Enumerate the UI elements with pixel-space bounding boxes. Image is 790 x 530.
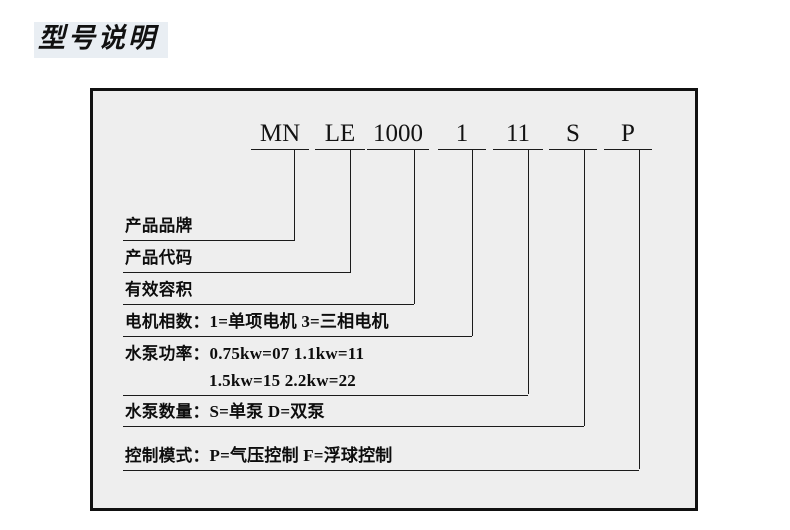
row-pump-power-label: 水泵功率： [125,345,210,363]
row-control-mode-label: 控制模式： [125,447,210,465]
page-title-highlight: 型号说明 [34,22,168,58]
connector-line-control-mode [639,149,640,469]
row-pump-power-value2: 1.5kw=15 2.2kw=22 [209,371,356,390]
row-brand-label: 产品品牌 [125,217,193,235]
row-pump-count-value: S=单泵 D=双泵 [209,402,325,421]
connector-line-pump-power [528,149,529,394]
code-segment-pump-power: 11 [493,119,543,150]
code-segment-motor-phase: 1 [438,119,486,150]
code-segment-product-code: LE [315,119,365,150]
connector-line-product-code [350,149,351,273]
model-code-diagram: MN LE 1000 1 11 S P 产品品牌 产品代码 [90,88,698,511]
row-product-code: 产品代码 [123,245,350,273]
row-motor-phase-label: 电机相数： [125,313,210,331]
code-segment-volume: 1000 [367,119,429,150]
row-pump-power-value: 0.75kw=07 1.1kw=11 [209,344,365,363]
connector-line-brand [294,149,295,241]
row-pump-power: 水泵功率：0.75kw=07 1.1kw=11 1.5kw=15 2.2kw=2… [123,341,528,396]
page-title: 型号说明 [38,23,158,53]
row-volume: 有效容积 [123,277,414,305]
row-control-mode: 控制模式：P=气压控制 F=浮球控制 [123,443,639,471]
row-motor-phase: 电机相数：1=单项电机 3=三相电机 [123,309,472,337]
row-pump-count: 水泵数量：S=单泵 D=双泵 [123,399,584,427]
connector-line-volume [414,149,415,304]
model-code-row: MN LE 1000 1 11 S P [93,91,695,161]
code-segment-control-mode: P [604,119,652,150]
connector-line-pump-count [584,149,585,426]
diagram-canvas: MN LE 1000 1 11 S P 产品品牌 产品代码 [93,91,695,508]
connector-line-motor-phase [472,149,473,336]
row-pump-count-label: 水泵数量： [125,403,210,421]
row-brand: 产品品牌 [123,213,294,241]
row-motor-phase-value: 1=单项电机 3=三相电机 [209,312,389,331]
row-control-mode-value: P=气压控制 F=浮球控制 [209,446,393,465]
code-segment-brand: MN [251,119,309,150]
code-segment-pump-count: S [549,119,597,150]
row-volume-label: 有效容积 [125,281,193,299]
row-product-code-label: 产品代码 [125,249,193,267]
